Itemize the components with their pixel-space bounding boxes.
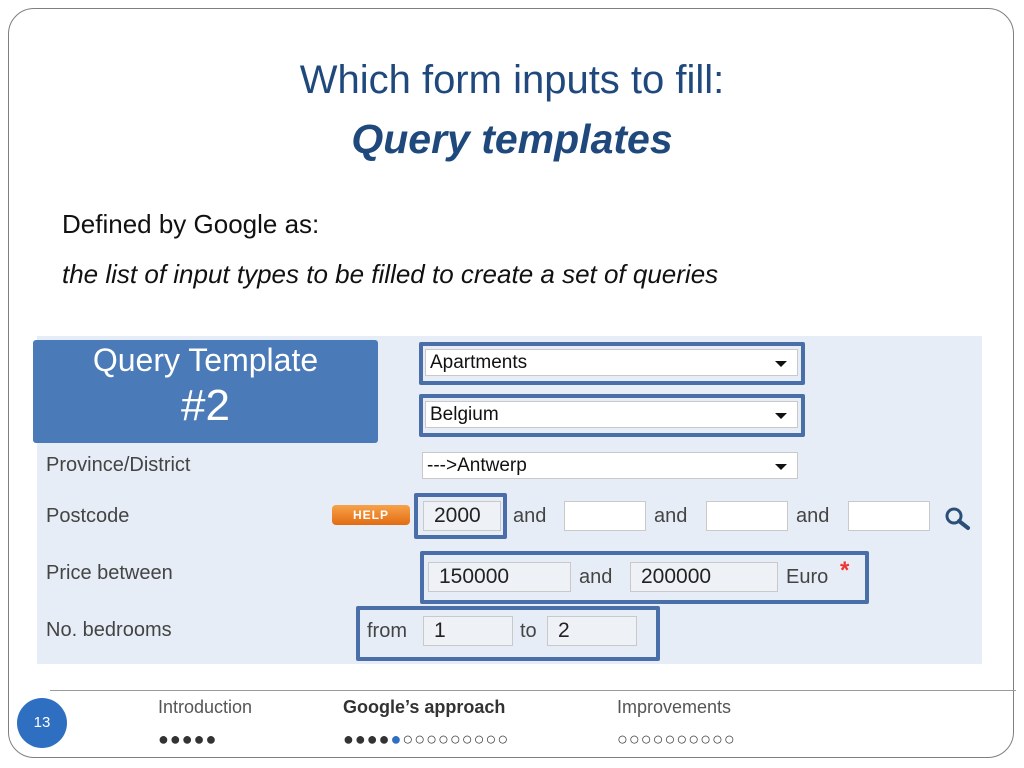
province-select[interactable]: --->Antwerp — [422, 452, 798, 479]
highlight-price — [420, 551, 869, 604]
highlight-country — [419, 394, 805, 437]
chevron-down-icon — [775, 361, 787, 367]
price-min-input[interactable]: 150000 — [428, 562, 571, 592]
postcode-input-1[interactable]: 2000 — [423, 501, 501, 531]
postcode-input-3[interactable] — [706, 501, 788, 531]
nav-progress-dots: ○○○○○○○○○○ — [617, 729, 736, 749]
slide-title: Which form inputs to fill: — [299, 58, 725, 102]
province-value: --->Antwerp — [427, 455, 527, 476]
page-number-badge: 13 — [17, 698, 67, 748]
price-label: Price between — [46, 562, 173, 584]
bedrooms-to-input[interactable]: 2 — [547, 616, 637, 646]
help-button[interactable]: HELP — [332, 505, 410, 525]
query-template-callout: Query Template #2 — [33, 340, 378, 443]
currency-label: Euro — [786, 566, 829, 588]
query-template-number: #2 — [181, 381, 230, 430]
highlight-bedrooms — [356, 606, 660, 661]
chevron-down-icon — [775, 413, 787, 419]
required-mark: * — [840, 557, 850, 584]
from-label: from — [367, 620, 407, 642]
postcode-label: Postcode — [46, 505, 130, 527]
property-type-value: Apartments — [430, 352, 528, 373]
nav-progress-dots: ●●●●● — [158, 729, 218, 749]
slide-subtitle-heading: Query templates — [351, 116, 673, 162]
country-select[interactable]: Belgium — [425, 401, 798, 428]
search-icon[interactable] — [944, 506, 972, 532]
nav-section-improvements[interactable]: Improvements — [617, 697, 732, 717]
bedrooms-from-input[interactable]: 1 — [423, 616, 513, 646]
and-label: and — [654, 505, 688, 527]
highlight-property-type — [419, 342, 805, 385]
country-value: Belgium — [430, 404, 499, 425]
nav-progress-dots: ●●●●●○○○○○○○○○ — [343, 729, 509, 749]
definition-text: the list of input types to be filled to … — [62, 259, 719, 289]
dot-current: ● — [390, 729, 403, 749]
dots-empty: ○○○○○○○○○ — [402, 729, 510, 749]
postcode-input-4[interactable] — [848, 501, 930, 531]
price-max-input[interactable]: 200000 — [630, 562, 778, 592]
nav-section-introduction[interactable]: Introduction — [158, 697, 253, 717]
dots-filled: ●●●● — [343, 729, 391, 749]
and-label: and — [796, 505, 830, 527]
bedrooms-label: No. bedrooms — [46, 619, 172, 641]
footer-divider — [50, 690, 1016, 691]
to-label: to — [520, 620, 537, 642]
province-label: Province/District — [46, 454, 191, 476]
chevron-down-icon — [775, 464, 787, 470]
and-label: and — [513, 505, 547, 527]
highlight-postcode — [414, 493, 507, 539]
postcode-input-2[interactable] — [564, 501, 646, 531]
and-label: and — [579, 566, 613, 588]
query-template-label: Query Template — [92, 342, 319, 378]
property-type-select[interactable]: Apartments — [425, 349, 798, 376]
definition-intro: Defined by Google as: — [62, 209, 320, 239]
nav-section-googles-approach[interactable]: Google’s approach — [343, 697, 506, 717]
